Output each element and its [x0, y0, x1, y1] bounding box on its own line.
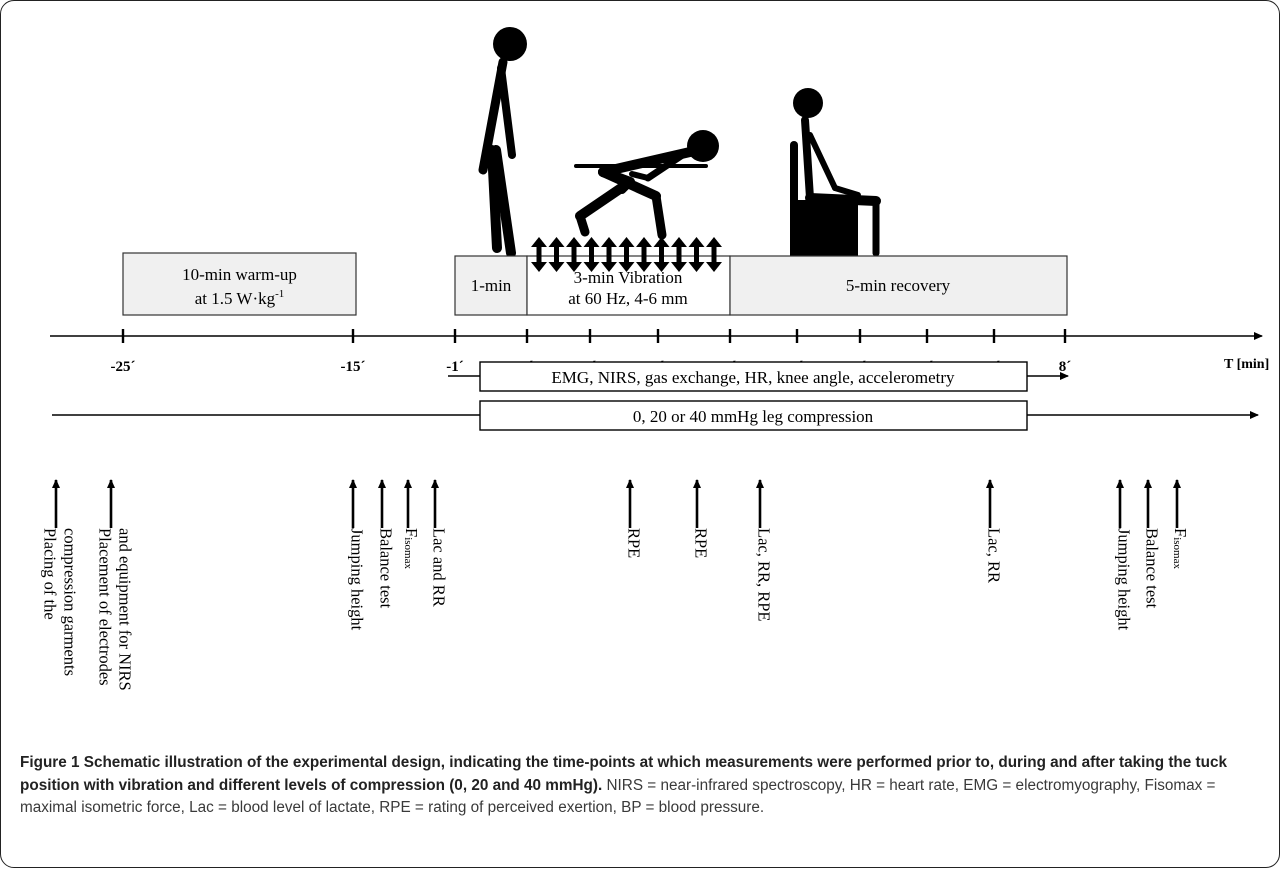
measurement-label: Placing of the [41, 528, 60, 620]
svg-text:at 1.5 W·kg-1: at 1.5 W·kg-1 [195, 288, 285, 308]
vibration-arrow-icon [583, 237, 600, 272]
measurement-point: RPE [625, 479, 644, 558]
compression-label: 0, 20 or 40 mmHg leg compression [633, 407, 874, 426]
timeline-axis-label: T [min] [1224, 357, 1269, 372]
measurement-point: Jumping height [348, 479, 367, 631]
vibration-arrow-icon [548, 237, 565, 272]
measurement-point: Fisomax [402, 479, 422, 569]
one-minute-box: 1-min [454, 255, 528, 316]
measurement-label: and equipment for NIRS [116, 528, 135, 691]
measurement-label: Lac and RR [430, 528, 449, 607]
vibration-params: at 60 Hz, 4-6 mm [568, 289, 687, 308]
figure-caption: Figure 1 Schematic illustration of the e… [20, 752, 1265, 820]
recovery-box: 5-min recovery [729, 255, 1068, 316]
vibration-arrow-icon [688, 237, 705, 272]
seated-figure-icon [790, 88, 881, 257]
warmup-rate: at 1.5 W·kg [195, 289, 276, 308]
measurement-label: Balance test [377, 528, 396, 609]
measurement-point: Lac, RR, RPE [755, 479, 774, 622]
vibration-arrow-icon [601, 237, 617, 272]
measurement-point: Lac, RR [985, 479, 1004, 583]
measurement-point: Balance test [377, 479, 396, 609]
warmup-rate-exponent: -1 [275, 288, 284, 300]
measurement-label: Jumping height [1115, 528, 1134, 631]
measurement-point: Jumping height [1115, 479, 1134, 631]
timeline-tick-label: -1´ [446, 359, 464, 375]
measurement-label: Fisomax [1171, 528, 1191, 569]
timeline-tick-label: -15´ [341, 359, 366, 375]
measurement-label: Lac, RR [985, 528, 1004, 583]
vibration-arrow-icon [618, 237, 635, 272]
warmup-box: 10-min warm-up at 1.5 W·kg-1 [122, 252, 357, 316]
recovery-label: 5-min recovery [846, 276, 951, 295]
standing-figure-icon [478, 27, 527, 258]
measurements-label: EMG, NIRS, gas exchange, HR, knee angle,… [551, 368, 955, 387]
measurement-point: RPE [692, 479, 711, 558]
timeline-tick-label: -25´ [111, 359, 136, 375]
caption-title: Figure 1 Schematic illustration of the e… [20, 754, 1227, 794]
measurement-label: Placement of electrodes [96, 528, 115, 686]
measurement-label: Balance test [1143, 528, 1162, 609]
measurement-label: RPE [692, 528, 711, 558]
measurement-point: Fisomax [1171, 479, 1191, 569]
measurements-bar: EMG, NIRS, gas exchange, HR, knee angle,… [479, 361, 1028, 392]
vibration-arrow-icon [671, 237, 687, 272]
vibration-arrow-icon [566, 237, 582, 272]
vibration-arrow-icon [531, 237, 547, 272]
caption-body: NIRS = near-infrared spectroscopy, HR = … [20, 776, 1216, 817]
measurement-point: Balance test [1143, 479, 1162, 609]
compression-bar: 0, 20 or 40 mmHg leg compression [479, 400, 1028, 431]
vibration-arrow-icon [636, 237, 652, 272]
one-minute-label: 1-min [471, 276, 512, 295]
measurement-label: RPE [625, 528, 644, 558]
measurement-label: Jumping height [348, 528, 367, 631]
tuck-position-figure-icon [574, 130, 719, 240]
measurement-label: Fisomax [402, 528, 422, 569]
timeline-tick-label: 8´ [1059, 359, 1072, 375]
measurement-label: compression garments [61, 528, 80, 676]
experimental-design-diagram: 10-min warm-up at 1.5 W·kg-1 1-min 3-min… [41, 27, 1269, 691]
vibration-arrow-icon [706, 237, 722, 272]
warmup-label: 10-min warm-up [182, 265, 297, 284]
vibration-arrows [531, 237, 722, 272]
measurement-label: Lac, RR, RPE [755, 528, 774, 622]
measurement-point: Lac and RR [430, 479, 449, 607]
vibration-label: 3-min Vibration [574, 268, 683, 287]
vibration-arrow-icon [653, 237, 670, 272]
